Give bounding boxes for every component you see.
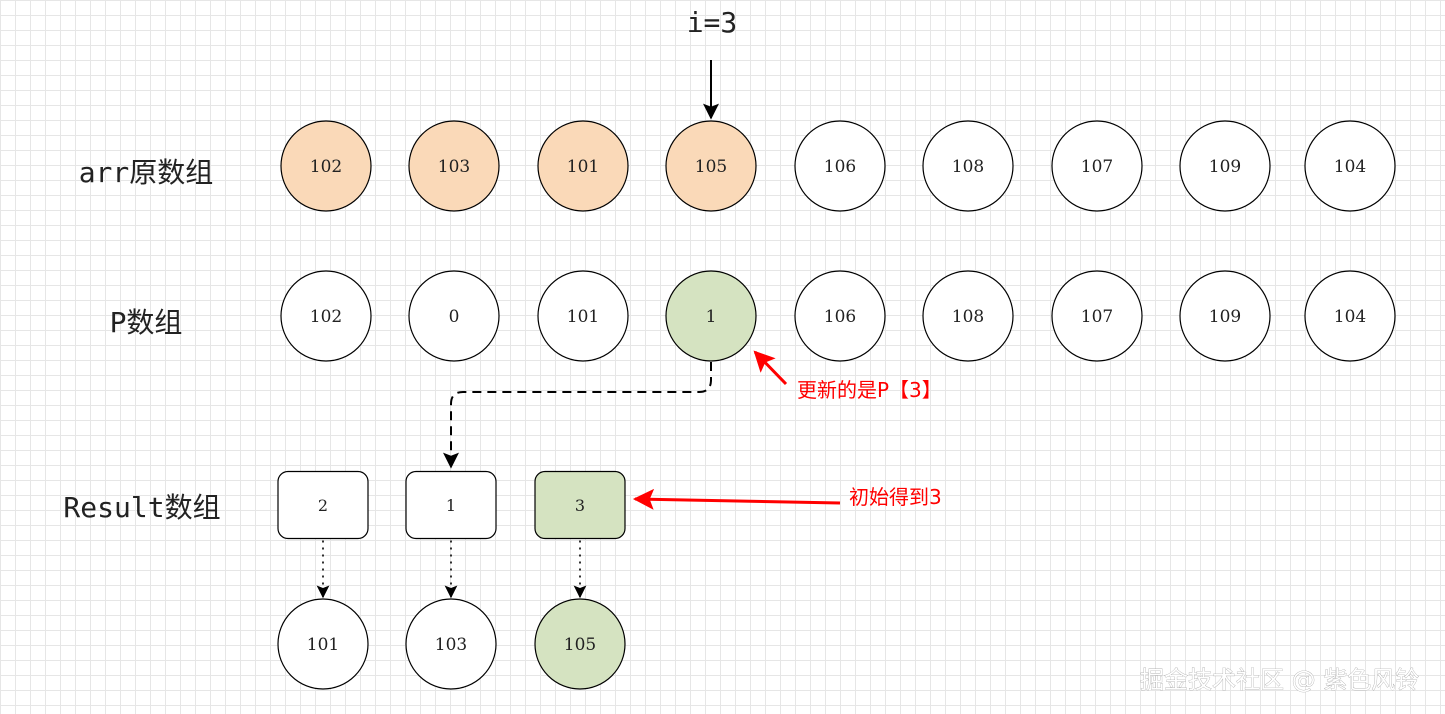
- result-box: 3: [534, 470, 626, 540]
- result-mapped-node-value: 105: [564, 635, 596, 655]
- p-node-value: 107: [1081, 307, 1113, 327]
- arr-node-circle: [922, 120, 1014, 212]
- p-node: 108: [922, 270, 1014, 362]
- p-node: 101: [537, 270, 629, 362]
- arr-node: 105: [665, 120, 757, 212]
- result-mapped-node: 101: [277, 598, 369, 690]
- p-node: 104: [1304, 270, 1396, 362]
- arr-node-circle: [1304, 120, 1396, 212]
- p-node-circle: [794, 270, 886, 362]
- arr-node: 103: [408, 120, 500, 212]
- p-node-circle: [537, 270, 629, 362]
- p-node-value: 104: [1334, 307, 1366, 327]
- arr-node: 108: [922, 120, 1014, 212]
- result-box: 1: [405, 470, 497, 540]
- p-node: 107: [1051, 270, 1143, 362]
- p-node-value: 1: [706, 307, 717, 327]
- p-node-circle: [922, 270, 1014, 362]
- p-node: 102: [280, 270, 372, 362]
- p-node-circle: [665, 270, 757, 362]
- p-node: 109: [1179, 270, 1271, 362]
- arr-node: 106: [794, 120, 886, 212]
- arr-node-value: 109: [1209, 157, 1241, 177]
- arr-node-circle: [408, 120, 500, 212]
- p-node-value: 102: [310, 307, 342, 327]
- arr-node-value: 104: [1334, 157, 1366, 177]
- result-row-label: Result数组: [63, 491, 220, 524]
- arr-node: 107: [1051, 120, 1143, 212]
- result-mapped-node-value: 103: [435, 635, 467, 655]
- arr-node-value: 103: [438, 157, 470, 177]
- arr-row-label: arr原数组: [79, 156, 214, 189]
- p-update-arrow: [753, 350, 788, 386]
- result-mapped-node-value: 101: [307, 635, 339, 655]
- p-node-value: 108: [952, 307, 984, 327]
- p-node-circle: [280, 270, 372, 362]
- result-mapped-node: 103: [405, 598, 497, 690]
- arr-node-circle: [280, 120, 372, 212]
- arr-node-circle: [665, 120, 757, 212]
- result-init-arrow: [632, 488, 841, 510]
- arr-node-value: 105: [695, 157, 727, 177]
- arr-node-value: 106: [824, 157, 856, 177]
- arr-node-value: 101: [567, 157, 599, 177]
- p-node-circle: [1304, 270, 1396, 362]
- arr-node: 101: [537, 120, 629, 212]
- result-mapped-node: 105: [534, 598, 626, 690]
- index-marker-label: i=3: [687, 6, 738, 39]
- arr-node: 109: [1179, 120, 1271, 212]
- result-init-annotation: 初始得到3: [849, 485, 942, 509]
- result-box-rect: [534, 470, 626, 540]
- p-node-circle: [408, 270, 500, 362]
- result-mapped-node-circle: [277, 598, 369, 690]
- p-node-value: 0: [449, 307, 460, 327]
- result-mapped-nodes: 101 103 105: [277, 598, 626, 690]
- p-node: 0: [408, 270, 500, 362]
- arr-row: 102 103 101 105 106 108 107 109 104: [280, 120, 1396, 212]
- p-node: 106: [794, 270, 886, 362]
- result-boxes: 2 1 3: [277, 470, 626, 540]
- arr-node-circle: [1179, 120, 1271, 212]
- p-node-value: 106: [824, 307, 856, 327]
- arr-node-circle: [1051, 120, 1143, 212]
- arr-node-value: 102: [310, 157, 342, 177]
- result-box-value: 1: [446, 496, 456, 515]
- result-box-rect: [277, 470, 369, 540]
- arr-node-circle: [537, 120, 629, 212]
- p-to-result-connector: [443, 362, 712, 469]
- result-mapped-node-circle: [534, 598, 626, 690]
- arr-node-circle: [794, 120, 886, 212]
- p-row: 102 0 101 1 106 108 107 109 104: [280, 270, 1396, 362]
- p-row-label: P数组: [110, 306, 183, 339]
- result-box-value: 3: [575, 496, 585, 515]
- result-mapped-node-circle: [405, 598, 497, 690]
- result-connectors: [316, 540, 587, 599]
- arr-node: 102: [280, 120, 372, 212]
- p-node-circle: [1179, 270, 1271, 362]
- watermark: 掘金技术社区 @ 紫色风铃: [1140, 666, 1419, 694]
- result-box: 2: [277, 470, 369, 540]
- arr-node-value: 107: [1081, 157, 1113, 177]
- p-node-value: 109: [1209, 307, 1241, 327]
- result-box-rect: [405, 470, 497, 540]
- arr-node: 104: [1304, 120, 1396, 212]
- arr-node-value: 108: [952, 157, 984, 177]
- p-node-value: 101: [567, 307, 599, 327]
- p-node: 1: [665, 270, 757, 362]
- p-update-annotation: 更新的是P【3】: [797, 378, 942, 402]
- result-box-value: 2: [318, 496, 328, 515]
- p-node-circle: [1051, 270, 1143, 362]
